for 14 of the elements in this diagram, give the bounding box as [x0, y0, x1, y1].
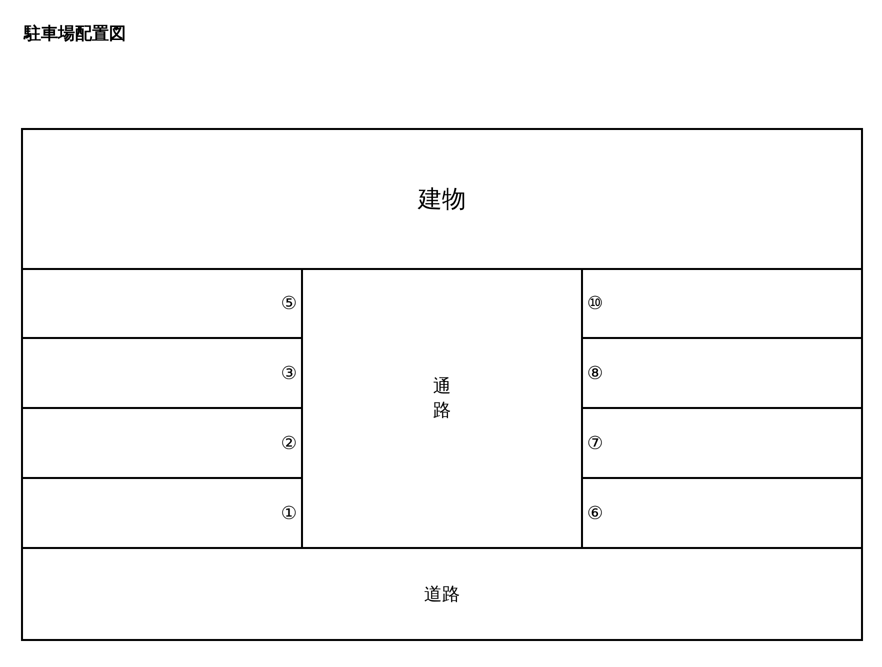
- road-area: [21, 547, 863, 641]
- space-number: ②: [280, 432, 297, 454]
- space-number: ⑧: [587, 362, 604, 384]
- page-title: 駐車場配置図: [24, 23, 126, 45]
- space-number: ⑦: [587, 432, 604, 454]
- space-number: ⑥: [587, 502, 604, 524]
- aisle-label: 通路: [433, 375, 451, 422]
- building-area: [21, 128, 863, 270]
- space-number: ①: [280, 502, 297, 524]
- building-label: 建物: [418, 184, 466, 215]
- space-number: ⑩: [587, 293, 604, 314]
- space-number: ③: [280, 362, 297, 384]
- road-label: 道路: [424, 583, 460, 606]
- space-number: ⑤: [280, 293, 297, 314]
